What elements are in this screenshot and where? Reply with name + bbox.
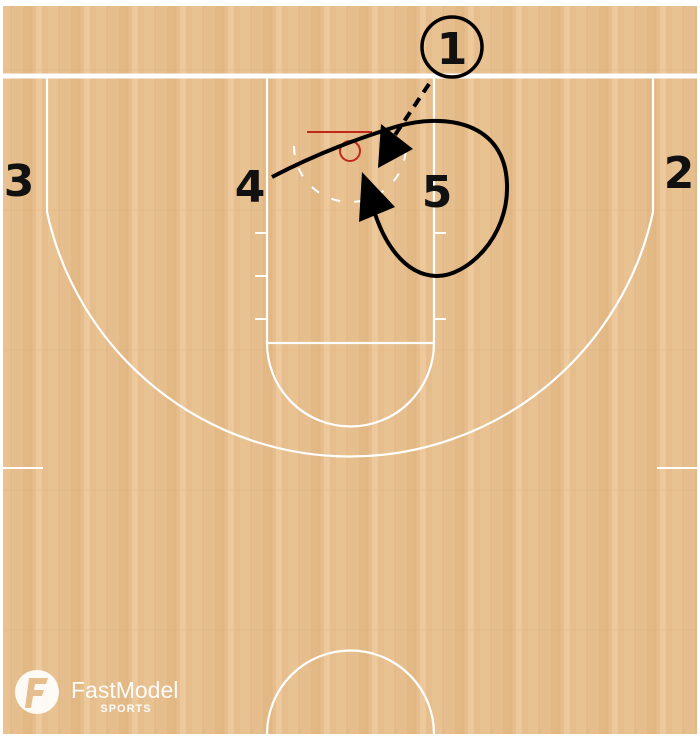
restricted-area [293,145,407,203]
paint [265,74,436,345]
free-throw-circle [265,342,436,428]
cut-arrow-5-line [368,118,510,279]
player-2: 2 [664,148,695,199]
three-point-line [45,76,655,458]
center-circle [265,649,436,735]
player-1-circle [420,15,484,79]
margin-top [0,0,700,6]
margin-bottom [0,734,700,749]
pass-arrow-head [378,124,413,168]
cut-arrow-4-line [271,125,396,179]
player-4: 4 [235,162,266,213]
cut-arrow-5-head [359,172,395,222]
margin-right [697,0,700,749]
fastmodel-logo: FastModel SPORTS [15,670,178,715]
f-mark-glyph [25,678,48,708]
pass-arrow-line [391,82,431,140]
player-1: 1 [437,24,468,75]
player-3: 3 [4,156,35,207]
logo-sub: SPORTS [100,703,151,715]
player-5: 5 [422,167,453,218]
margin-left [0,0,3,749]
logo-brand: FastModel [71,677,178,703]
